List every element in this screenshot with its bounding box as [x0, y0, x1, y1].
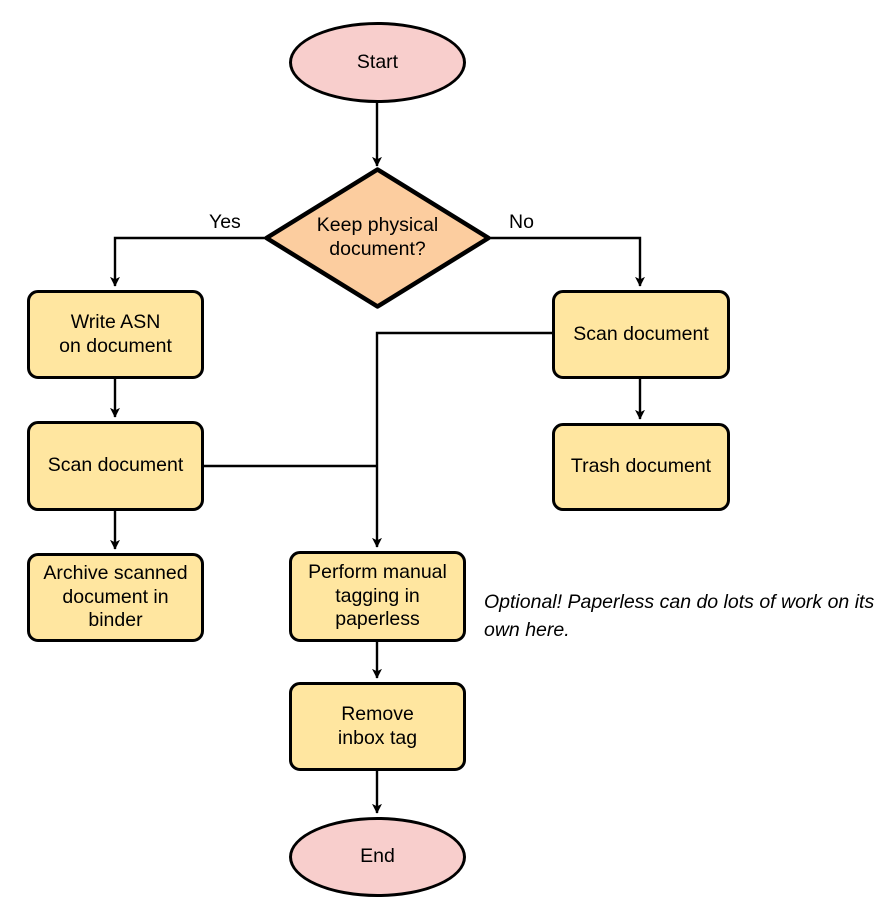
- node-trash-document[interactable]: Trash document: [552, 423, 730, 511]
- edge-label-no: No: [509, 211, 534, 233]
- node-end[interactable]: End: [289, 817, 466, 897]
- node-scan-document-right[interactable]: Scan document: [552, 290, 730, 379]
- node-remove-inbox-tag[interactable]: Remove inbox tag: [289, 682, 466, 771]
- edge-decision-yes-to-write-asn: [110, 236, 265, 287]
- node-archive-scanned-document-in-binder[interactable]: Archive scanned document in binder: [27, 553, 204, 642]
- node-start[interactable]: Start: [289, 22, 466, 103]
- edge-decision-no-to-scan-right: [490, 236, 645, 287]
- node-scan-document-left[interactable]: Scan document: [27, 421, 204, 511]
- note-optional-paperless: Optional! Paperless can do lots of work …: [484, 591, 875, 641]
- edge-scan-right-to-tagging: [372, 331, 552, 548]
- node-decision-keep-physical-document[interactable]: Keep physical document?: [263, 166, 492, 310]
- node-decision-label: Keep physical document?: [316, 214, 439, 260]
- diamond-shape: [264, 167, 491, 309]
- edge-label-yes: Yes: [209, 211, 241, 233]
- node-write-asn-on-document[interactable]: Write ASN on document: [27, 290, 204, 379]
- node-perform-manual-tagging-in-paperless[interactable]: Perform manual tagging in paperless: [289, 551, 466, 642]
